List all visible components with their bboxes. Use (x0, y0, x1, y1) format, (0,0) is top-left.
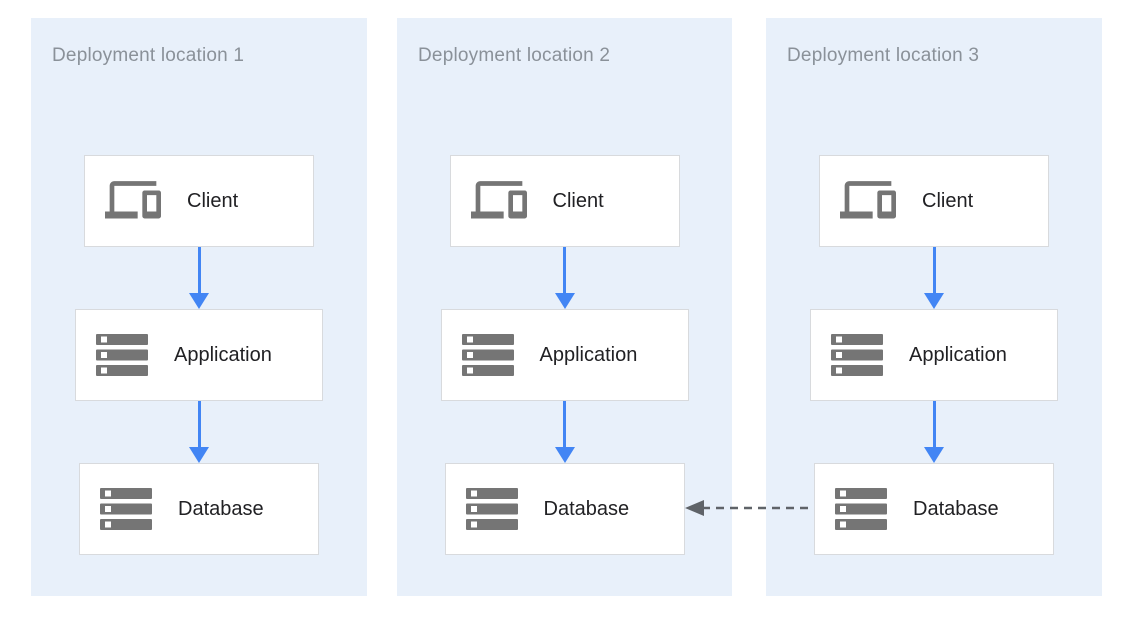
deployment-location-2-panel: Deployment location 2 Client Application… (397, 18, 732, 596)
flow-arrow-application-to-database (189, 401, 209, 463)
server-stack-icon (465, 488, 518, 530)
database-node: Database (444, 463, 685, 555)
panel-title: Deployment location 2 (418, 45, 611, 66)
node-label: Application (539, 343, 638, 366)
node-label: Client (552, 189, 604, 212)
client-node: Client (84, 155, 314, 247)
node-label: Client (187, 189, 239, 212)
node-label: Application (174, 343, 272, 366)
flow-arrow-client-to-application (924, 247, 944, 309)
application-node: Application (810, 309, 1058, 401)
server-stack-icon (100, 488, 152, 530)
flow-arrow-application-to-database (924, 401, 944, 463)
panel-title: Deployment location 1 (52, 45, 245, 66)
server-stack-icon (831, 334, 883, 376)
deployment-location-1-panel: Deployment location 1 Client Application… (31, 18, 367, 596)
node-label: Database (178, 497, 264, 520)
node-label: Client (922, 189, 974, 212)
flow-arrow-client-to-application (189, 247, 209, 309)
node-label: Application (909, 343, 1007, 366)
database-node: Database (79, 463, 319, 555)
flow-arrow-application-to-database (554, 401, 575, 463)
node-label: Database (913, 497, 999, 520)
client-node: Client (819, 155, 1049, 247)
node-label: Database (543, 497, 630, 520)
deployment-location-3-panel: Deployment location 3 Client Application… (766, 18, 1102, 596)
server-stack-icon (835, 488, 887, 530)
devices-icon (840, 181, 896, 221)
client-node: Client (449, 155, 680, 247)
database-node: Database (814, 463, 1054, 555)
devices-icon (105, 181, 161, 221)
server-stack-icon (96, 334, 148, 376)
panel-title: Deployment location 3 (787, 45, 980, 66)
devices-icon (470, 181, 527, 221)
application-node: Application (75, 309, 323, 401)
server-stack-icon (461, 334, 514, 376)
flow-arrow-client-to-application (554, 247, 575, 309)
application-node: Application (440, 309, 689, 401)
